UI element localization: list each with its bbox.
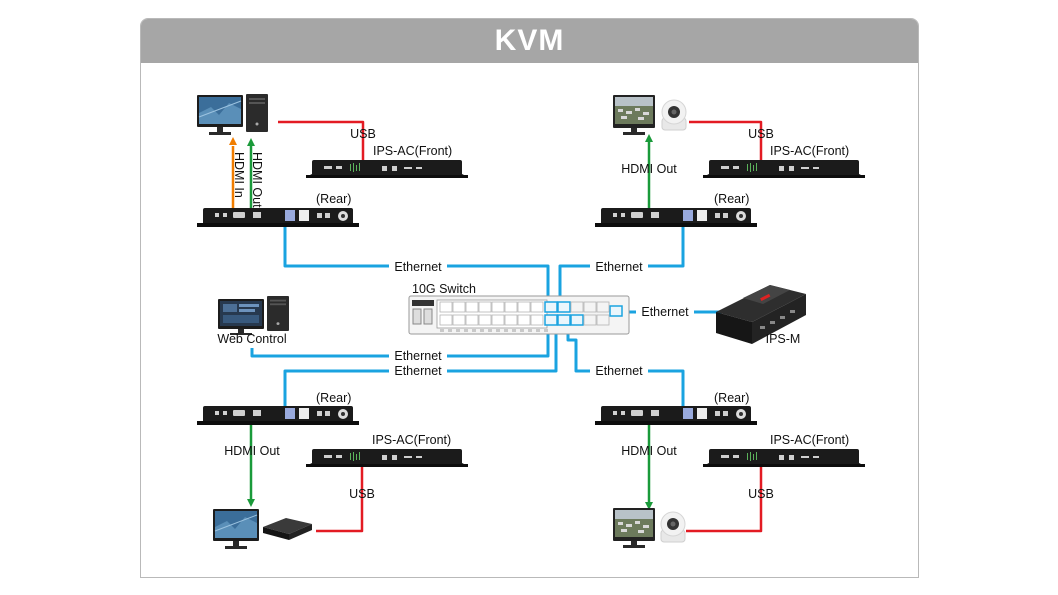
hdmi-out-label: HDMI Out: [250, 152, 264, 208]
monitor-icon: [212, 508, 260, 550]
ethernet-label: Ethernet: [595, 364, 643, 378]
ethernet-label: Ethernet: [394, 349, 442, 363]
ips-ac-front-label: IPS-AC(Front): [770, 433, 849, 447]
set-top-box-icon: [263, 518, 312, 540]
ptz-camera-icon: [660, 511, 686, 543]
desktop-pc-icon: [196, 94, 268, 136]
usb-cables: [278, 120, 763, 533]
ips-ac-front-label: IPS-AC(Front): [372, 433, 451, 447]
usb-label: USB: [748, 127, 774, 141]
set-top-box-station: [212, 508, 312, 550]
hdmi-in-label: HDMI In: [232, 152, 246, 198]
monitor-icon: [613, 95, 655, 135]
ips-ac-front-label: IPS-AC(Front): [373, 144, 452, 158]
hdmi-arrows: [229, 134, 653, 510]
ethernet-label: Ethernet: [394, 260, 442, 274]
ethernet-label: Ethernet: [394, 364, 442, 378]
switch-label: 10G Switch: [412, 282, 476, 296]
rear-label: (Rear): [714, 192, 749, 206]
hdmi-out-label: HDMI Out: [621, 162, 677, 176]
ips-ac-front-label: IPS-AC(Front): [770, 144, 849, 158]
panel-header: KVM: [141, 19, 918, 63]
rear-label: (Rear): [316, 192, 351, 206]
usb-label: USB: [350, 127, 376, 141]
rear-unit-icon: [595, 208, 757, 227]
panel-title: KVM: [494, 24, 565, 57]
ips-ac-unit-icon: [703, 449, 865, 467]
ethernet-label: Ethernet: [595, 260, 643, 274]
hdmi-cables: [231, 142, 651, 503]
ips-ac-unit-icon: [306, 160, 468, 178]
ips-ac-unit-icon: [703, 160, 865, 178]
ptz-camera-station: [613, 95, 687, 135]
hdmi-out-label: HDMI Out: [621, 444, 677, 458]
usb-label: USB: [349, 487, 375, 501]
ptz-camera-icon: [661, 99, 687, 131]
usb-label: USB: [748, 487, 774, 501]
rear-unit-icon: [197, 406, 359, 425]
rear-unit-icon: [595, 406, 757, 425]
rear-label: (Rear): [316, 391, 351, 405]
monitor-icon: [613, 508, 655, 548]
web-control-label: Web Control: [217, 332, 286, 346]
web-control-pc-icon: [218, 296, 289, 335]
ips-ac-unit-icon: [306, 449, 468, 467]
ptz-camera-station-bottom: [613, 508, 686, 548]
rear-unit-icon: [197, 208, 359, 227]
rear-label: (Rear): [714, 391, 749, 405]
ips-m-box-icon: [716, 285, 806, 344]
network-switch-icon: [408, 295, 630, 335]
ips-m-label: IPS-M: [766, 332, 801, 346]
hdmi-out-label: HDMI Out: [224, 444, 280, 458]
ethernet-label: Ethernet: [641, 305, 689, 319]
